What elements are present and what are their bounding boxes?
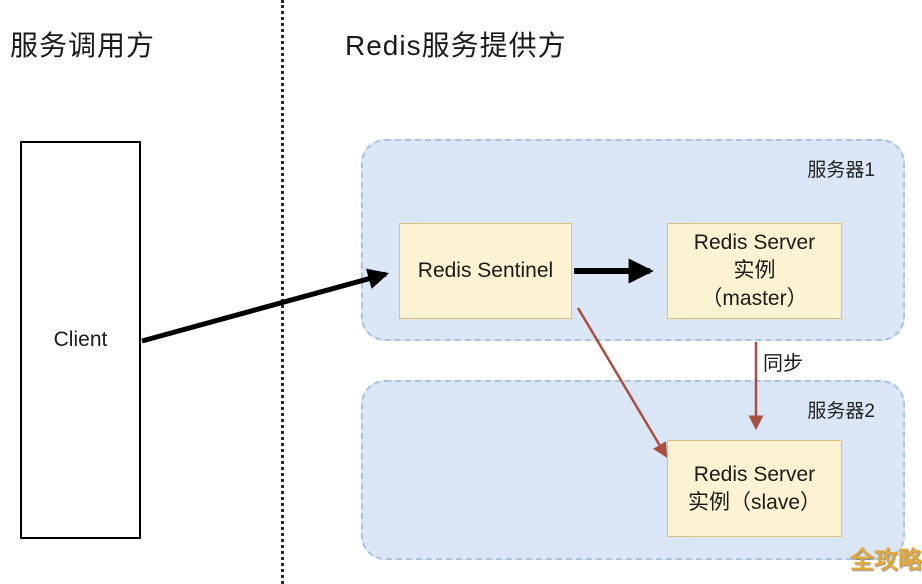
redis-master-label-line2: 实例	[733, 259, 776, 282]
redis-sentinel-node: Redis Sentinel	[399, 223, 572, 319]
redis-master-label-line1: Redis Server	[693, 231, 816, 254]
watermark: 全攻略	[850, 547, 922, 574]
client-node: Client	[20, 141, 141, 539]
left-panel-title: 服务调用方	[10, 30, 156, 61]
sync-label: 同步	[763, 353, 803, 375]
redis-sentinel-label: Redis Sentinel	[417, 259, 554, 282]
client-to-sentinel-arrow	[141, 268, 390, 344]
vertical-dotted-divider	[281, 0, 284, 584]
redis-slave-node: Redis Server 实例（slave）	[667, 440, 842, 537]
server1-label: 服务器1	[807, 160, 875, 181]
right-panel-title: Redis服务提供方	[345, 30, 567, 61]
redis-master-label-line3: （master）	[701, 287, 808, 310]
redis-slave-label-line2: 实例（slave）	[687, 490, 822, 514]
client-label: Client	[53, 328, 108, 351]
redis-master-node: Redis Server 实例 （master）	[667, 223, 842, 319]
redis-slave-label-line1: Redis Server	[693, 462, 816, 486]
server2-label: 服务器2	[807, 401, 875, 422]
